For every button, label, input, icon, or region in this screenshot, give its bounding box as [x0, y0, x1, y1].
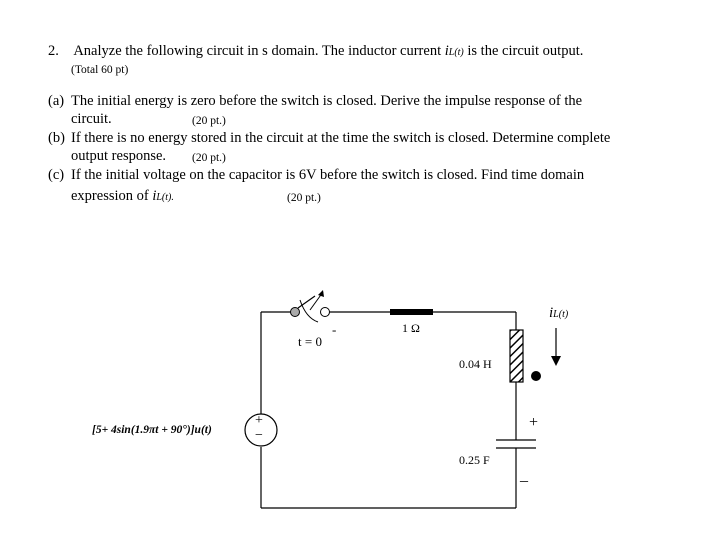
- part-c-sub: L(t).: [156, 192, 174, 203]
- question-2: 2. Analyze the following circuit in s do…: [48, 42, 583, 62]
- inductor-dot: [531, 371, 541, 381]
- current-sub: L(t): [448, 47, 464, 58]
- part-a-line2: circuit.: [71, 111, 112, 127]
- switch: [290, 290, 330, 323]
- part-b-label: (b): [48, 130, 65, 146]
- question-intro-end: is the circuit output.: [463, 43, 584, 59]
- question-number: 2.: [48, 43, 59, 59]
- question-total: (Total 60 pt): [71, 64, 129, 76]
- capacitor: [496, 439, 536, 449]
- source-plus: +: [255, 413, 263, 428]
- part-b-line1: If there is no energy stored in the circ…: [71, 130, 611, 146]
- resistor-label: 1 Ω: [402, 321, 420, 335]
- current-arrow: [551, 328, 561, 366]
- cap-minus: _: [520, 467, 528, 484]
- source-expression: [5+ 4sin(1.9πt + 90°)]u(t): [92, 424, 212, 436]
- circuit-wires: [260, 311, 517, 509]
- current-label-var: i: [549, 305, 554, 321]
- cap-plus: +: [529, 414, 539, 431]
- switch-label: t = 0: [298, 334, 322, 349]
- part-b-line2: output response.: [71, 148, 167, 164]
- part-c-points: (20 pt.): [287, 192, 321, 204]
- switch-minus: -: [332, 322, 337, 337]
- inductor: [509, 329, 524, 383]
- part-b-points: (20 pt.): [192, 152, 226, 164]
- part-a-line1: The initial energy is zero before the sw…: [71, 93, 583, 109]
- resistor: [390, 309, 433, 315]
- part-c-line2-text: expression of: [71, 188, 153, 204]
- part-a-label: (a): [48, 93, 65, 109]
- question-intro: Analyze the following circuit in s domai…: [73, 43, 445, 59]
- voltage-source: [244, 413, 278, 447]
- part-a-points: (20 pt.): [192, 115, 226, 127]
- current-var: i: [444, 43, 449, 59]
- part-c-var: i: [152, 188, 157, 204]
- part-c-line1: If the initial voltage on the capacitor …: [71, 167, 585, 183]
- part-c-label: (c): [48, 167, 65, 183]
- source-minus: −: [255, 428, 263, 443]
- capacitor-label: 0.25 F: [459, 453, 490, 467]
- current-label: iL(t): [549, 305, 568, 322]
- part-c-line2: expression of iL(t).: [71, 187, 174, 207]
- inductor-label: 0.04 H: [459, 357, 492, 371]
- current-label-sub: L(t): [553, 309, 569, 320]
